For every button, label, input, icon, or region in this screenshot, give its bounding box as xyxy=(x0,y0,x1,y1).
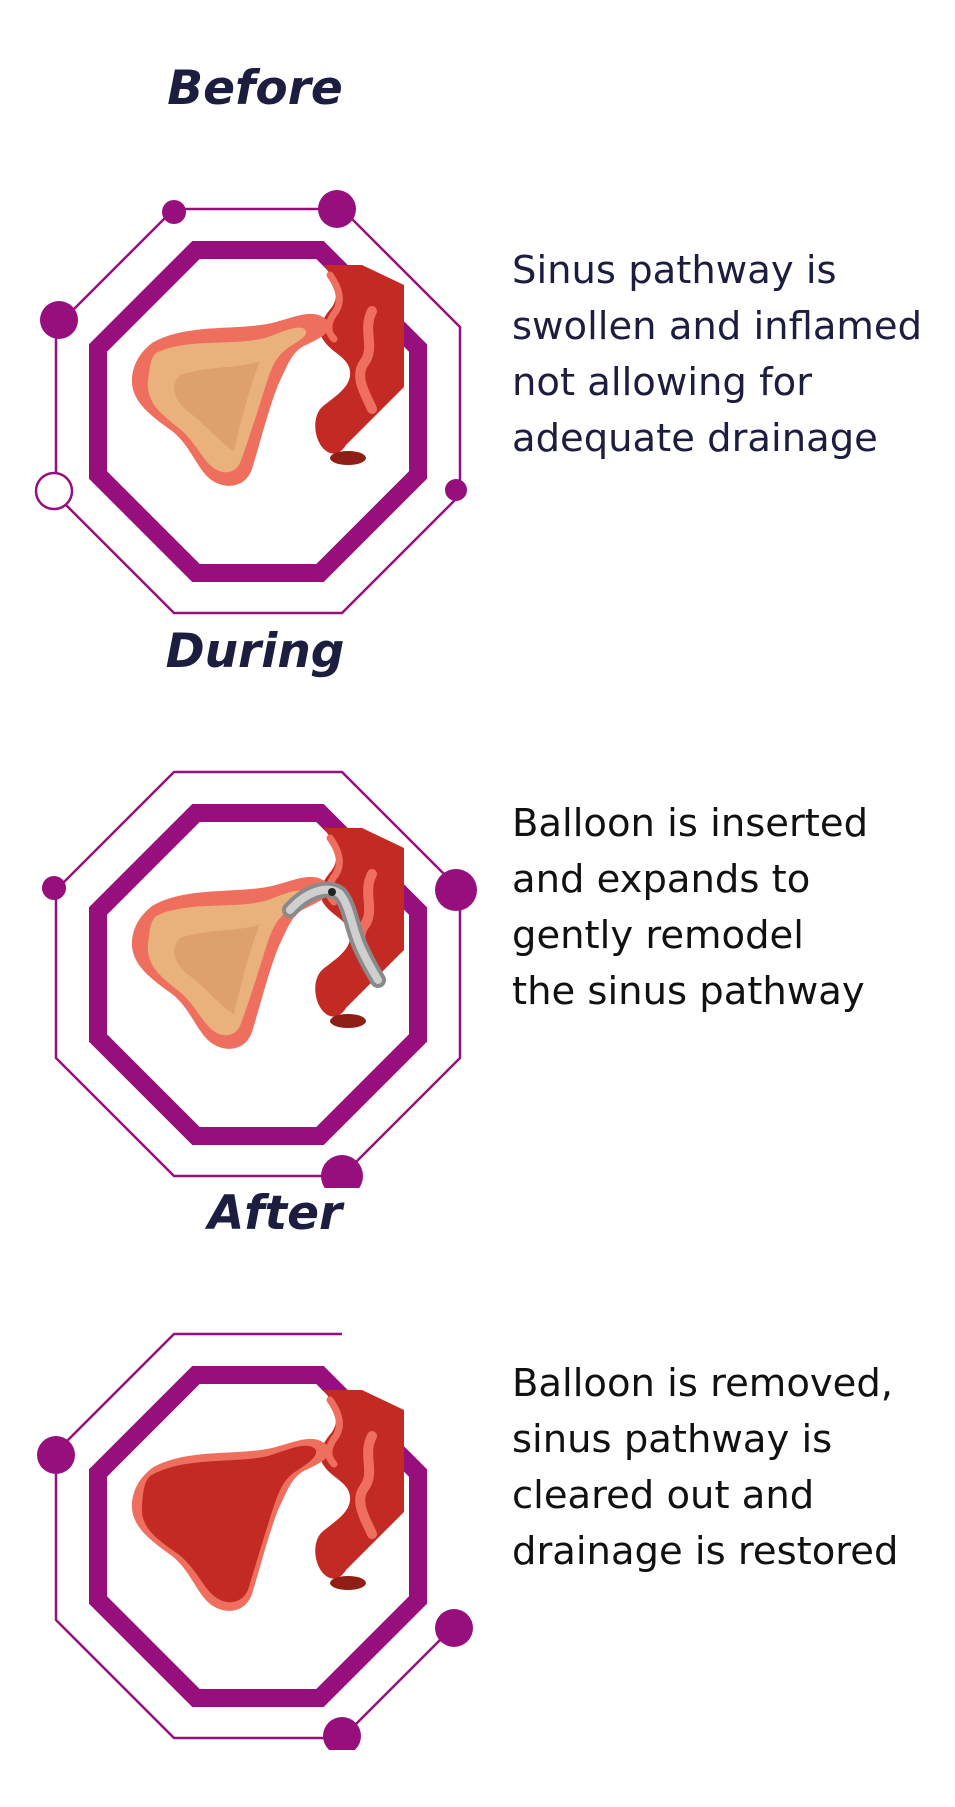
step-before: Before Sinus pathway is swollen and infl xyxy=(0,65,955,625)
nostril-mark xyxy=(330,451,366,465)
decor-dot xyxy=(323,1717,361,1750)
decor-dot xyxy=(435,869,477,911)
step-title: During xyxy=(165,624,345,679)
step-description: Balloon is inserted and expands to gentl… xyxy=(512,801,869,1014)
step-description: Sinus pathway is swollen and inflamed no… xyxy=(512,248,923,461)
step-title: Before xyxy=(167,61,343,116)
sinus-illustration-before xyxy=(34,190,467,615)
decor-dot xyxy=(40,301,78,339)
sinus-illustration-during xyxy=(42,770,477,1188)
sinus-interior xyxy=(141,1445,317,1603)
decor-dot xyxy=(42,876,66,900)
decor-dot xyxy=(435,1609,473,1647)
step-description: Balloon is removed, sinus pathway is cle… xyxy=(512,1361,899,1574)
step-title: After xyxy=(207,1186,343,1241)
sinus-illustration-after xyxy=(37,1332,473,1750)
nostril-mark xyxy=(330,1576,366,1590)
decor-dot xyxy=(37,1436,75,1474)
step-during: During Balloon is inserted and expands t… xyxy=(0,628,955,1188)
decor-dot xyxy=(162,200,186,224)
decor-dot xyxy=(321,1155,363,1188)
nostril-mark xyxy=(330,1014,366,1028)
decor-ring xyxy=(34,471,74,511)
catheter-tip xyxy=(328,888,336,896)
decor-dot xyxy=(445,479,467,501)
decor-dot xyxy=(318,190,356,228)
step-after: After Balloon is removed, sinus pathway … xyxy=(0,1190,955,1750)
outer-octagon-frame xyxy=(54,207,462,615)
